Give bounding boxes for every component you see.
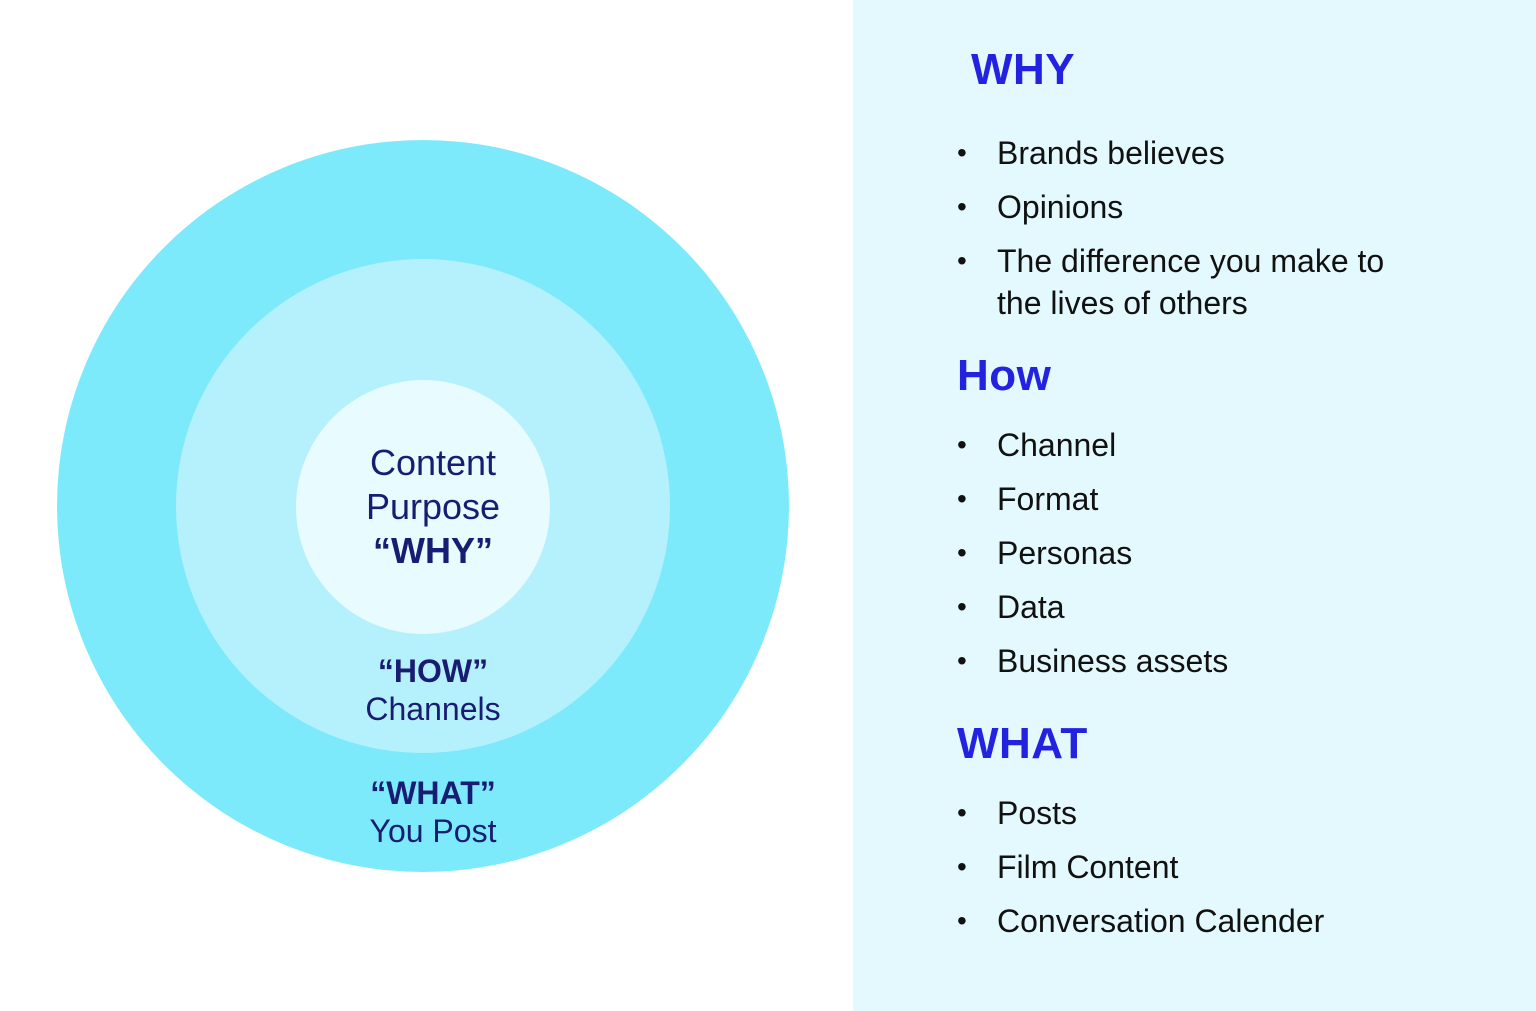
what-bullet-list: • Posts • Film Content • Conversation Ca… [957,792,1486,942]
list-item-text: Channel [997,427,1117,463]
how-ring-title: “HOW” [377,653,489,689]
list-item-text: The difference you make to the lives of … [997,243,1385,321]
list-item-text: Posts [997,795,1078,831]
bullet-icon: • [957,851,967,882]
list-item: • Personas [957,532,1486,574]
center-circle-label: Content Purpose “WHY” [233,441,633,573]
bullet-icon: • [957,483,967,514]
bullet-icon: • [957,905,967,936]
bullet-icon: • [957,537,967,568]
bullet-icon: • [957,591,967,622]
list-item: • The difference you make to the lives o… [957,240,1486,324]
what-ring-label: “WHAT” You Post [233,774,633,850]
bullet-icon: • [957,797,967,828]
how-ring-subtitle: Channels [365,691,501,727]
list-item-text: Business assets [997,643,1229,679]
bullet-icon: • [957,645,967,676]
how-ring-label: “HOW” Channels [233,652,633,728]
what-ring-subtitle: You Post [369,813,497,849]
center-line-content: Content [369,442,497,483]
list-item: • Format [957,478,1486,520]
list-item-text: Opinions [997,189,1124,225]
list-item: • Business assets [957,640,1486,682]
center-line-why: “WHY” [373,530,493,571]
why-center-circle [296,380,550,634]
list-item: • Channel [957,424,1486,466]
center-line-purpose: Purpose [365,486,501,527]
bullet-icon: • [957,245,967,276]
list-item-text: Brands believes [997,135,1225,171]
list-item-text: Format [997,481,1099,517]
list-item-text: Film Content [997,849,1179,885]
section-heading-how: How [957,351,1052,400]
list-item-text: Data [997,589,1065,625]
list-item: • Opinions [957,186,1486,228]
list-item: • Brands believes [957,132,1486,174]
bullet-icon: • [957,191,967,222]
why-bullet-list: • Brands believes • Opinions • The diffe… [957,132,1486,324]
list-item: • Posts [957,792,1486,834]
list-item: • Data [957,586,1486,628]
section-heading-why: WHY [971,45,1076,94]
list-item-text: Conversation Calender [997,903,1325,939]
info-panel: WHY • Brands believes • Opinions • The d… [853,0,1536,1011]
list-item-text: Personas [997,535,1133,571]
list-item: • Conversation Calender [957,900,1486,942]
bullet-icon: • [957,137,967,168]
bullet-icon: • [957,429,967,460]
what-ring-title: “WHAT” [370,775,496,811]
section-heading-what: WHAT [957,719,1088,768]
list-item: • Film Content [957,846,1486,888]
how-bullet-list: • Channel • Format • Personas • Data • B… [957,424,1486,682]
